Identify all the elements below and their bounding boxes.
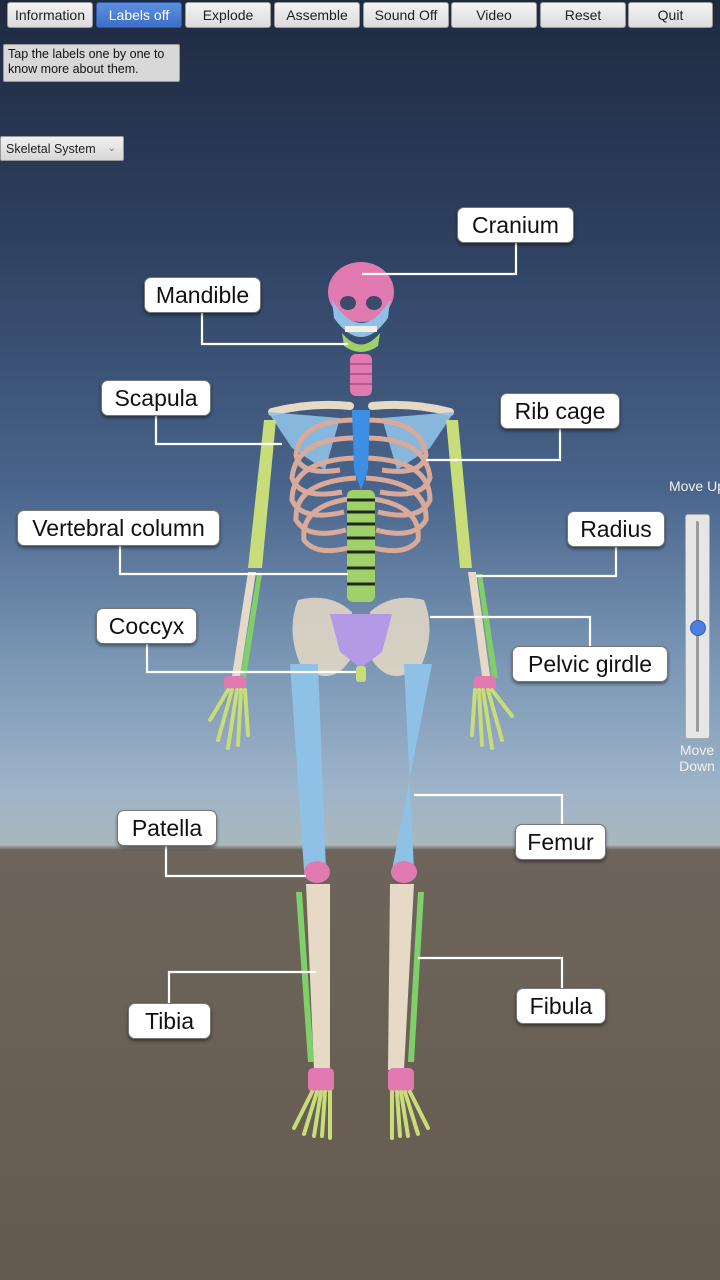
label-patella[interactable]: Patella bbox=[117, 810, 217, 846]
label-vertebral-column[interactable]: Vertebral column bbox=[17, 510, 220, 546]
reset-button[interactable]: Reset bbox=[540, 2, 626, 28]
labels-off-button[interactable]: Labels off bbox=[96, 2, 182, 28]
patella-bone bbox=[304, 861, 330, 883]
label-coccyx[interactable]: Coccyx bbox=[96, 608, 197, 644]
slider-move-up-label: Move Up bbox=[668, 478, 720, 494]
femur-bone bbox=[290, 664, 326, 870]
label-scapula[interactable]: Scapula bbox=[101, 380, 211, 416]
chevron-down-icon: ⌄ bbox=[107, 143, 116, 154]
slider-move-down-label: Move Down bbox=[679, 742, 715, 774]
label-mandible[interactable]: Mandible bbox=[144, 277, 261, 313]
system-dropdown-value: Skeletal System bbox=[6, 141, 96, 156]
move-slider[interactable] bbox=[685, 514, 710, 739]
radius-bone bbox=[240, 574, 262, 678]
label-rib-cage[interactable]: Rib cage bbox=[500, 393, 620, 429]
vertebral-column-bone bbox=[347, 490, 375, 602]
tibia-bone bbox=[306, 884, 330, 1070]
explode-button[interactable]: Explode bbox=[185, 2, 271, 28]
video-button[interactable]: Video bbox=[451, 2, 537, 28]
system-dropdown[interactable]: Skeletal System ⌄ bbox=[0, 136, 124, 161]
humerus-left bbox=[248, 420, 276, 568]
toolbar: Information Labels off Explode Assemble … bbox=[7, 2, 713, 28]
mandible-bone bbox=[342, 333, 380, 352]
quit-button[interactable]: Quit bbox=[628, 2, 713, 28]
instruction-text: Tap the labels one by one to know more a… bbox=[3, 44, 180, 82]
label-tibia[interactable]: Tibia bbox=[128, 1003, 211, 1039]
slider-thumb[interactable] bbox=[690, 619, 706, 636]
sternum-bone bbox=[352, 410, 370, 490]
label-pelvic-girdle[interactable]: Pelvic girdle bbox=[512, 646, 668, 682]
sacrum-bone bbox=[330, 614, 392, 668]
label-radius[interactable]: Radius bbox=[567, 511, 665, 547]
label-fibula[interactable]: Fibula bbox=[516, 988, 606, 1024]
label-cranium[interactable]: Cranium bbox=[457, 207, 574, 243]
assemble-button[interactable]: Assemble bbox=[274, 2, 360, 28]
rib-cage-bones bbox=[289, 417, 433, 554]
fibula-bone bbox=[408, 892, 424, 1062]
sound-off-button[interactable]: Sound Off bbox=[363, 2, 449, 28]
coccyx-bone bbox=[356, 666, 366, 682]
information-button[interactable]: Information bbox=[7, 2, 93, 28]
label-femur[interactable]: Femur bbox=[515, 824, 606, 860]
